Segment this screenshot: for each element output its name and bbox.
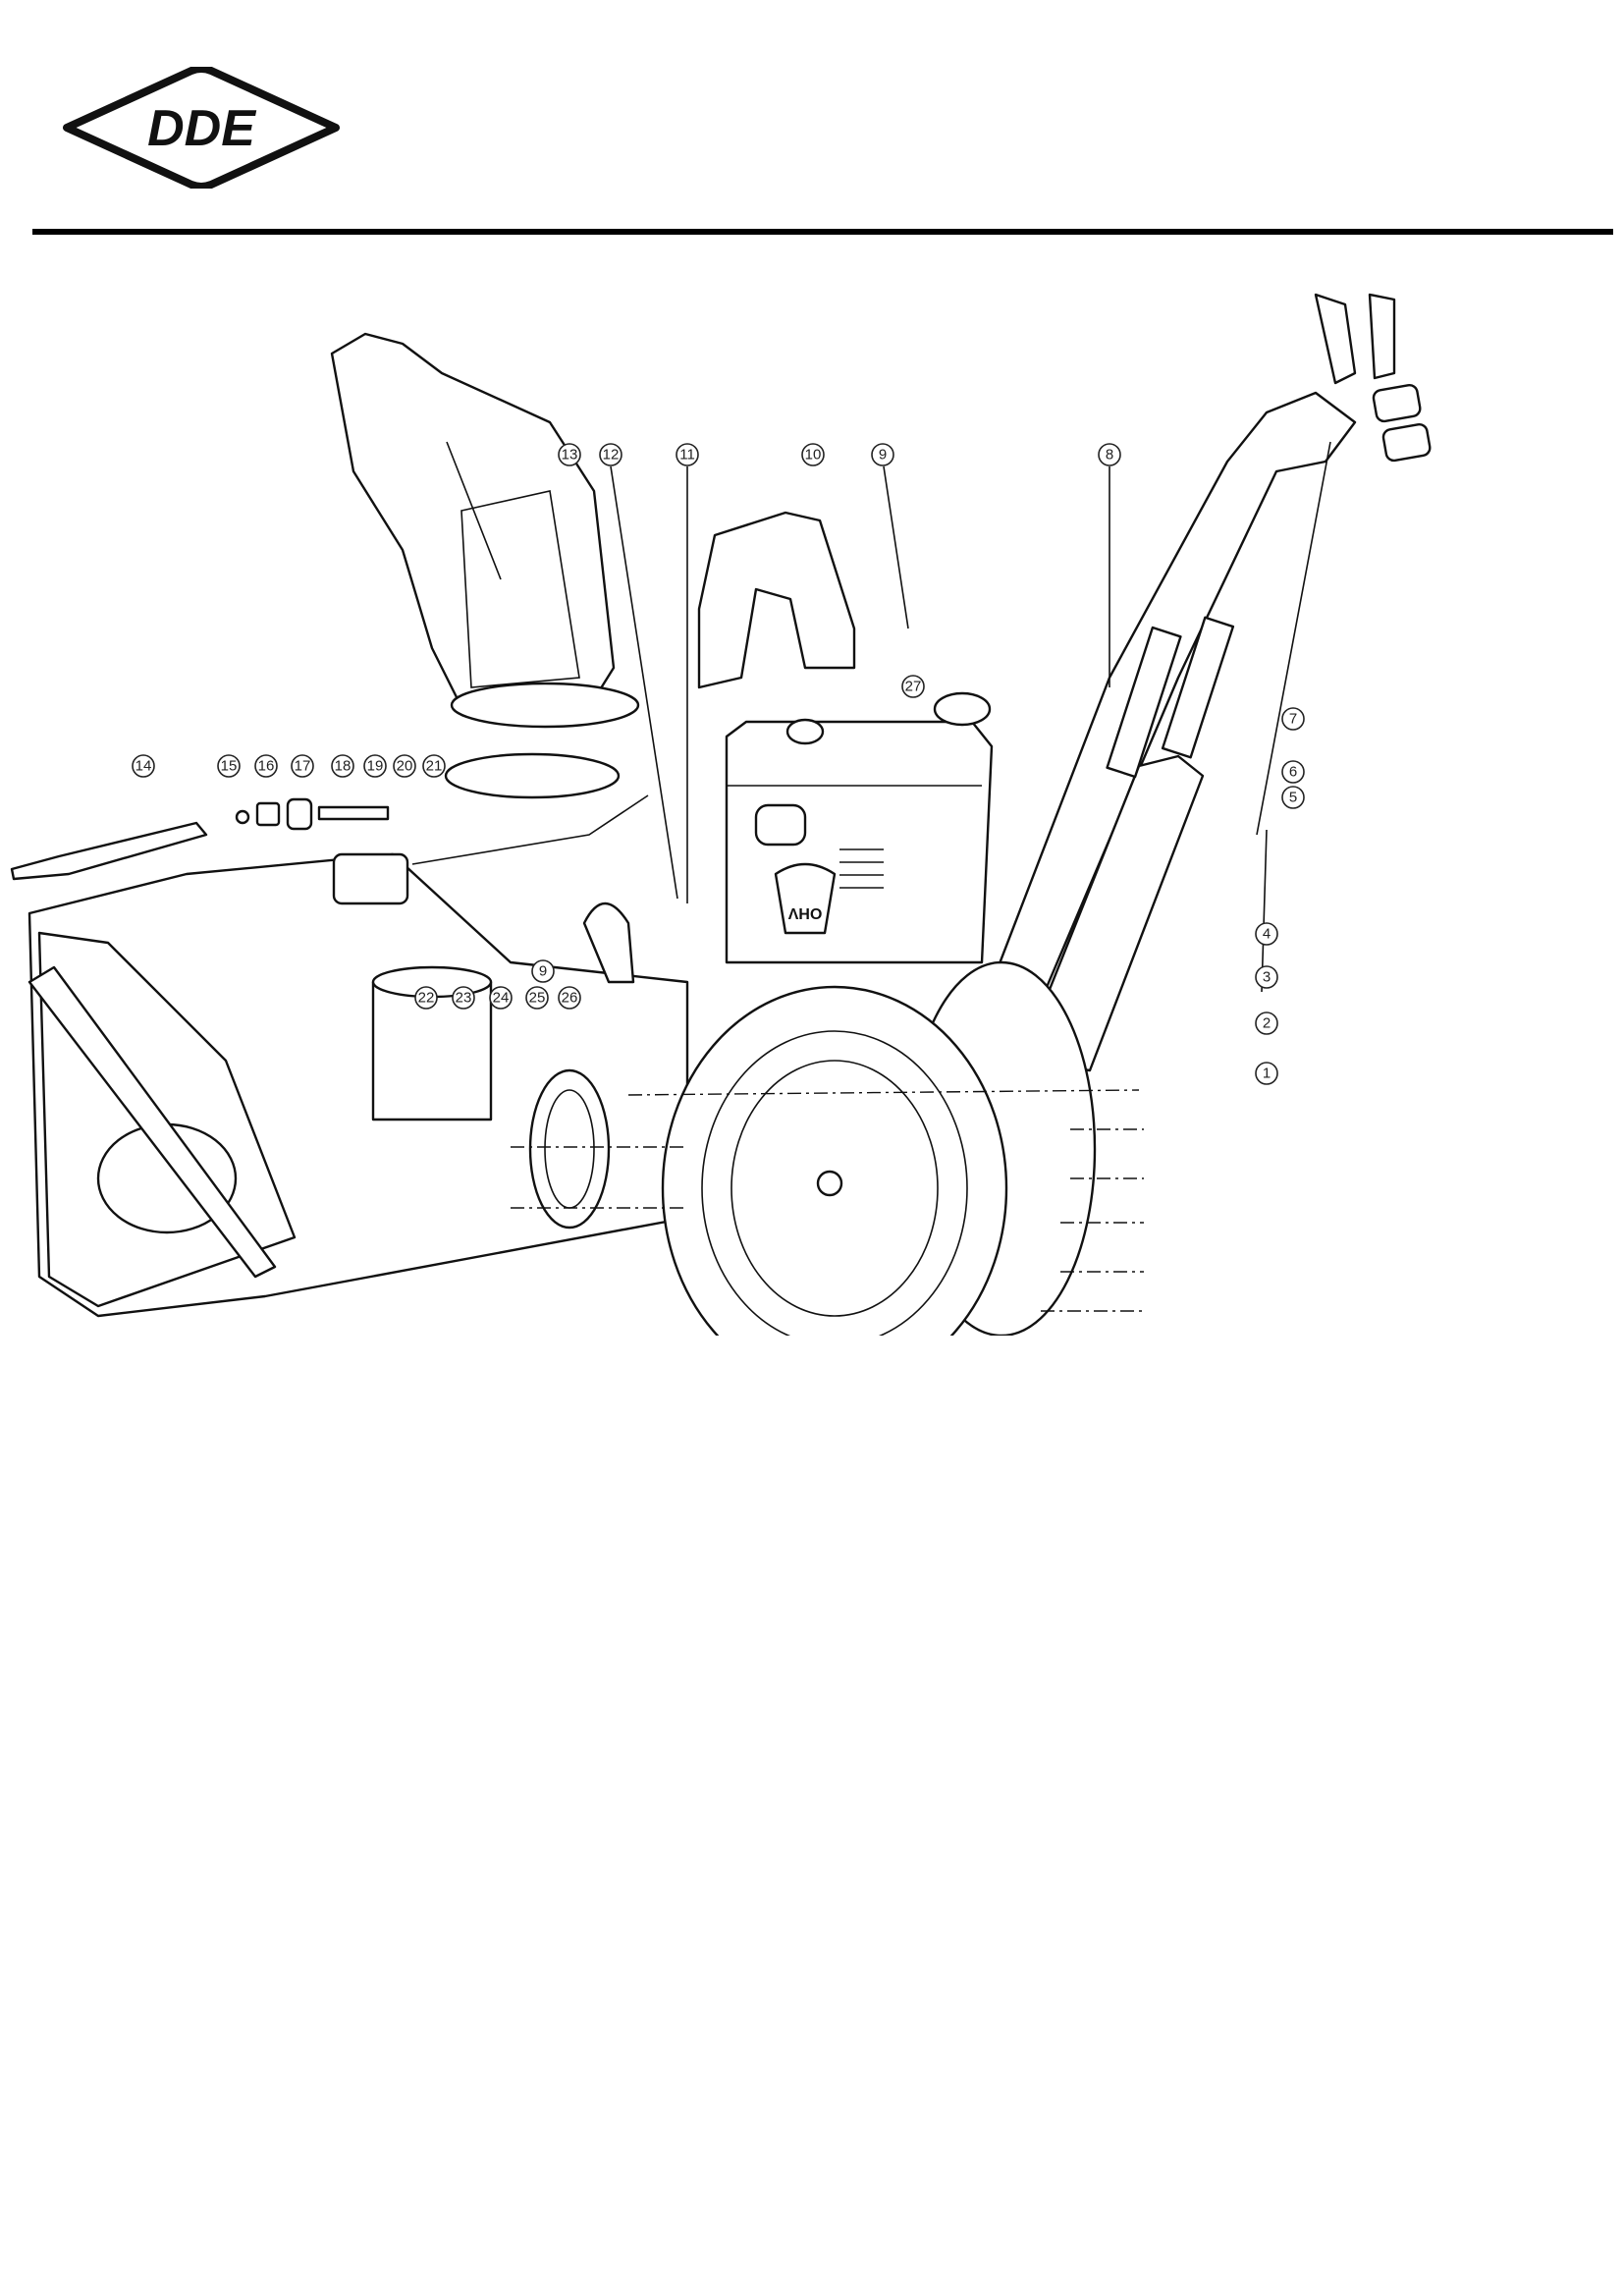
svg-text:24: 24 [493,990,510,1007]
callout-9: 9 [871,443,894,466]
svg-text:DDE: DDE [147,100,256,157]
callout-19: 19 [363,754,387,778]
svg-text:10: 10 [805,447,822,464]
callout-5: 5 [1281,786,1305,809]
svg-text:17: 17 [295,758,311,775]
discharge-chute [330,332,640,799]
svg-text:2: 2 [1263,1015,1271,1032]
callout-27: 27 [901,675,925,698]
callout-6: 6 [1281,760,1305,784]
callout-10: 10 [801,443,825,466]
callout-13: 13 [558,443,581,466]
svg-text:1: 1 [1263,1066,1271,1082]
svg-text:19: 19 [367,758,384,775]
callout-20: 20 [393,754,416,778]
svg-text:5: 5 [1289,790,1297,806]
svg-text:11: 11 [679,447,695,464]
svg-text:6: 6 [1289,764,1297,781]
engine: OHV [725,691,994,964]
svg-text:22: 22 [418,990,435,1007]
svg-text:9: 9 [539,963,547,980]
exploded-parts-diagram: OHV [10,293,1432,1336]
svg-text:13: 13 [562,447,578,464]
callout-21: 21 [422,754,446,778]
svg-text:27: 27 [905,679,922,695]
svg-text:15: 15 [221,758,238,775]
svg-text:14: 14 [135,758,152,775]
callout-14: 14 [132,754,155,778]
callout-4: 4 [1255,922,1278,946]
callout-17: 17 [291,754,314,778]
wheels [661,960,1097,1336]
callout-15: 15 [217,754,241,778]
callout-3: 3 [1255,965,1278,989]
leader-lines [511,465,1144,1312]
belt-cover [697,511,856,689]
handle-assembly [960,293,1432,1072]
svg-text:26: 26 [562,990,578,1007]
engine-ohv-label: OHV [787,904,822,921]
svg-text:9: 9 [879,447,887,464]
svg-text:12: 12 [603,447,620,464]
svg-text:18: 18 [335,758,352,775]
svg-text:4: 4 [1263,926,1271,943]
callout-12: 12 [599,443,622,466]
callout-1: 1 [1255,1062,1278,1085]
header-divider [32,229,1613,235]
callout-24: 24 [489,986,513,1010]
callout-11: 11 [676,443,699,466]
callout-8: 8 [1098,443,1121,466]
callout-26: 26 [558,986,581,1010]
svg-text:3: 3 [1263,969,1271,986]
svg-text:20: 20 [397,758,413,775]
svg-text:23: 23 [456,990,472,1007]
callout-18: 18 [331,754,354,778]
shaft-parts [10,794,649,984]
callout-9-lower: 9 [531,959,555,983]
svg-text:21: 21 [426,758,443,775]
auger-housing [27,852,689,1318]
callout-23: 23 [452,986,475,1010]
svg-text:7: 7 [1289,711,1297,728]
callout-7: 7 [1281,707,1305,731]
callout-16: 16 [254,754,278,778]
svg-text:16: 16 [258,758,275,775]
callout-25: 25 [525,986,549,1010]
callout-22: 22 [414,986,438,1010]
dde-logo: DDE [63,67,340,189]
svg-text:25: 25 [529,990,546,1007]
svg-text:8: 8 [1106,447,1113,464]
callout-2: 2 [1255,1011,1278,1035]
part-callouts: 1 2 3 4 5 6 7 8 9 10 11 12 13 14 15 16 1… [132,443,1305,1085]
